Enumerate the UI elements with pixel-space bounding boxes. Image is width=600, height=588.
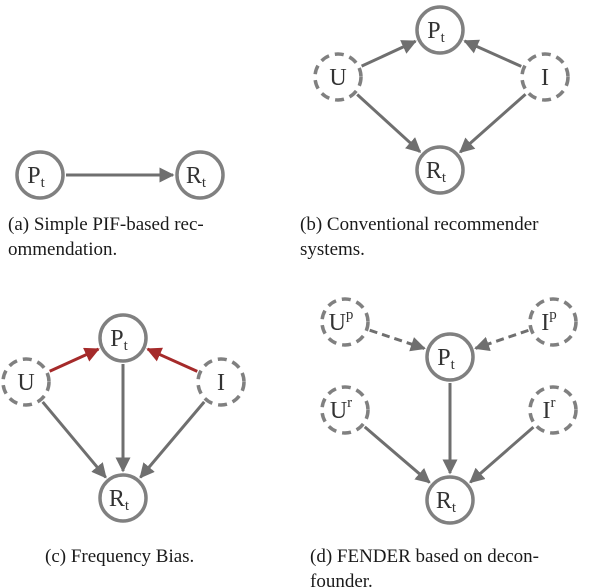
edge-d-up-to-pt — [369, 328, 426, 352]
node-label: I — [541, 65, 549, 91]
node-main-symbol: P — [27, 163, 40, 189]
caption-a-line-2: ommendation. — [8, 239, 117, 260]
node-main-symbol: R — [426, 158, 442, 184]
edge-d-ur-to-rt — [363, 425, 431, 484]
node-main-symbol: R — [186, 163, 202, 189]
caption-d-line-2: founder. — [310, 571, 373, 588]
edge-c-i-to-rt — [139, 400, 206, 479]
edges-layer — [41, 39, 535, 484]
node-superscript: p — [549, 307, 557, 323]
node-circle — [98, 473, 148, 523]
caption-c-line-1: (c) Frequency Bias. — [45, 546, 194, 567]
node-circle — [320, 297, 370, 347]
node-subscript: t — [41, 175, 46, 191]
node-c-pt: Pt — [98, 313, 148, 363]
node-label: Pt — [27, 163, 45, 191]
node-circle — [425, 332, 475, 382]
node-circle — [528, 297, 578, 347]
node-main-symbol: P — [427, 18, 440, 44]
node-main-symbol: I — [541, 310, 549, 336]
node-circle — [175, 150, 225, 200]
node-main-symbol: P — [437, 345, 450, 371]
node-d-ur: Ur — [320, 385, 370, 435]
node-b-i: I — [520, 52, 570, 102]
node-label: U — [17, 370, 34, 396]
caption-b-line-1: (b) Conventional recommender — [300, 214, 539, 235]
node-main-symbol: U — [330, 398, 347, 424]
node-circle — [425, 475, 475, 525]
node-circle — [415, 145, 465, 195]
node-label: Ir — [543, 395, 556, 424]
node-a-pt: Pt — [15, 150, 65, 200]
node-label: Pt — [427, 18, 445, 46]
node-main-symbol: I — [543, 398, 551, 424]
node-circle — [415, 5, 465, 55]
caption-b-line-2: systems. — [300, 239, 365, 260]
node-label: Up — [329, 307, 354, 336]
node-d-rt: Rt — [425, 475, 475, 525]
node-circle — [1, 357, 51, 407]
node-circle — [520, 52, 570, 102]
edge-b-i-to-pt — [463, 39, 522, 68]
node-b-u: U — [313, 52, 363, 102]
edge-b-u-to-rt — [356, 93, 422, 153]
edge-c-u-to-pt — [49, 347, 100, 373]
node-subscript: t — [442, 170, 447, 186]
node-main-symbol: R — [436, 488, 452, 514]
node-c-rt: Rt — [98, 473, 148, 523]
node-main-symbol: I — [217, 370, 225, 396]
node-circle — [15, 150, 65, 200]
node-label: Ip — [541, 307, 557, 336]
node-a-rt: Rt — [175, 150, 225, 200]
node-c-i: I — [196, 357, 246, 407]
node-d-ir: Ir — [528, 385, 578, 435]
node-subscript: t — [451, 357, 456, 373]
node-subscript: t — [125, 498, 130, 514]
node-label: U — [329, 65, 346, 91]
node-main-symbol: U — [17, 370, 34, 396]
node-label: Pt — [110, 326, 128, 354]
node-label: Rt — [436, 488, 457, 516]
node-d-up: Up — [320, 297, 370, 347]
node-superscript: r — [551, 395, 556, 411]
node-circle — [313, 52, 363, 102]
node-main-symbol: I — [541, 65, 549, 91]
node-subscript: t — [441, 30, 446, 46]
node-superscript: r — [347, 395, 352, 411]
caption-d-line-1: (d) FENDER based on decon- — [310, 546, 539, 567]
node-subscript: t — [202, 175, 207, 191]
edge-b-u-to-pt — [360, 39, 417, 68]
node-subscript: t — [124, 338, 129, 354]
edge-b-i-to-rt — [459, 93, 527, 154]
node-main-symbol: U — [329, 310, 346, 336]
node-d-pt: Pt — [425, 332, 475, 382]
node-subscript: t — [452, 500, 457, 516]
node-circle — [196, 357, 246, 407]
node-circle — [320, 385, 370, 435]
edge-d-ip-to-pt — [474, 328, 529, 352]
node-b-rt: Rt — [415, 145, 465, 195]
node-circle — [98, 313, 148, 363]
edge-c-i-to-pt — [146, 347, 198, 373]
edge-d-ir-to-rt — [469, 425, 535, 484]
node-label: Pt — [437, 345, 455, 373]
captions-layer: (a) Simple PIF-based rec-ommendation. (b)… — [8, 214, 539, 588]
caption-a-line-1: (a) Simple PIF-based rec- — [8, 214, 204, 235]
node-main-symbol: R — [109, 486, 125, 512]
edge-c-u-to-rt — [41, 400, 107, 479]
node-circle — [528, 385, 578, 435]
node-label: Ur — [330, 395, 352, 424]
node-b-pt: Pt — [415, 5, 465, 55]
node-superscript: p — [346, 307, 354, 323]
node-label: Rt — [426, 158, 447, 186]
node-d-ip: Ip — [528, 297, 578, 347]
node-label: Rt — [109, 486, 130, 514]
node-label: Rt — [186, 163, 207, 191]
node-c-u: U — [1, 357, 51, 407]
node-main-symbol: U — [329, 65, 346, 91]
node-main-symbol: P — [110, 326, 123, 352]
node-label: I — [217, 370, 225, 396]
